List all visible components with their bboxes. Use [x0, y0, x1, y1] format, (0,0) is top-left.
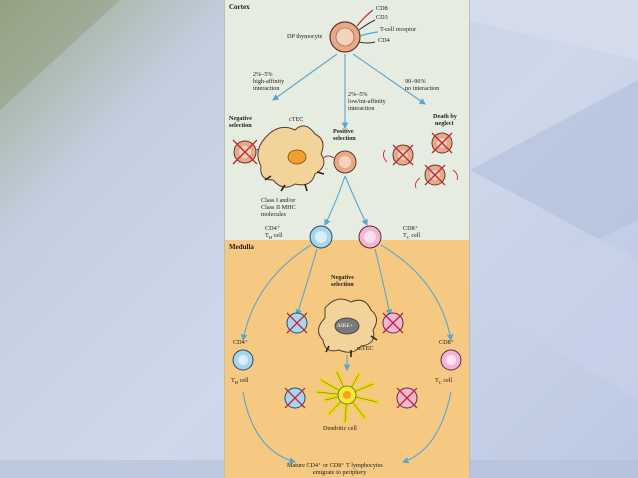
dp-thymocyte-label: DP thymocyte: [287, 33, 323, 40]
low-affinity-label: low/int-affinity: [348, 98, 386, 105]
figure-drawing: [232, 9, 462, 464]
dendritic-cell-label: Dendritic cell: [323, 425, 357, 432]
ctec-cell: [257, 125, 325, 192]
high-affinity-pct: 2%–5%: [253, 71, 273, 78]
death-by-neglect-title: Death by: [433, 113, 457, 120]
positive-selection-title: Positive: [333, 128, 354, 135]
left-th-label-cell: cell: [238, 377, 249, 384]
medulla-label: Medulla: [229, 243, 254, 251]
death-by-neglect-title-2: neglect: [435, 120, 454, 127]
right-tc-label-cell: cell: [441, 377, 453, 384]
cd3-label: CD3: [376, 14, 388, 21]
right-tc-label-t: T: [435, 377, 439, 384]
bg-corner-green: [0, 0, 120, 110]
high-affinity-label: high-affinity: [253, 78, 285, 85]
emigrate-label-2: emigrate to periphery: [313, 469, 367, 476]
positively-selected-thymocyte: [333, 150, 357, 174]
low-affinity-pct: 2%–5%: [348, 91, 368, 98]
arrow-cd8-to-mature: [380, 244, 454, 342]
cd8-tc-label-sub: C: [406, 235, 410, 241]
arrow-cd8-emigrate: [401, 391, 452, 464]
left-cd4-label: CD4⁺: [233, 339, 248, 346]
left-th-label-t: T: [231, 377, 235, 384]
cd4-th-label-cell: cell: [272, 231, 283, 239]
left-th-label: TH cell: [231, 377, 249, 387]
cd4-th-label-cd4: CD4⁺: [265, 225, 280, 232]
bg-stripe-low: [470, 220, 638, 400]
medulla-negative-selection-title: Negative: [331, 274, 355, 281]
positive-selection-title-2: selection: [333, 135, 356, 142]
mtec-label: mTEC: [357, 345, 374, 352]
right-tc-label: TC cell: [435, 377, 453, 387]
negative-selection-title: Negative: [229, 115, 253, 122]
mhc-label-2: Class II MHC: [261, 204, 296, 211]
arrow-to-negative: [272, 53, 338, 101]
cd8-tc-label-t: T: [403, 231, 407, 239]
left-th-label-sub: H: [234, 380, 239, 386]
dp-thymocyte: [329, 9, 379, 53]
medulla-negative-selection-title-2: selection: [331, 281, 354, 288]
arrow-cd4-emigrate: [242, 391, 297, 464]
medulla-negatively-selected-cells: [284, 312, 418, 409]
low-affinity-interaction: interaction: [348, 105, 375, 112]
aire-label: AIRE+: [337, 323, 353, 329]
mhc-label-3: molecules: [261, 211, 287, 218]
cd8-tc-cell: [358, 225, 382, 249]
emigrate-label-1: Mature CD4⁺ or CD8⁺ T lymphocytes: [287, 462, 383, 469]
cortex-label: Cortex: [229, 3, 250, 11]
no-interaction-label: no interaction: [405, 85, 440, 92]
ctec-label: cTEC: [289, 116, 304, 123]
arrow-cd4-to-mtec: [295, 248, 318, 317]
neglected-thymocytes: [382, 132, 458, 189]
arrow-to-cd8: [344, 175, 368, 226]
cd4-th-label: CD4⁺ TH cell: [265, 225, 283, 242]
dendritic-cell: [315, 370, 379, 424]
mtec-aire-cell: [318, 298, 378, 357]
no-interaction-pct: 90–96%: [405, 78, 426, 85]
mhc-label-1: Class I and/or: [261, 197, 296, 204]
tcr-label: T-cell receptor: [380, 26, 417, 33]
right-cd8-label: CD8⁺: [439, 339, 454, 346]
arrow-cd8-to-mtec: [374, 248, 393, 317]
cd8-tc-label-cell: cell: [409, 231, 421, 239]
cd8-tc-label-cd8: CD8⁺: [403, 225, 418, 232]
bg-stripe-mid: [470, 80, 638, 260]
mature-cd4-cell: [232, 349, 254, 371]
thymic-selection-figure: Cortex Medulla CD8 CD3 T-cell receptor C…: [224, 0, 470, 478]
cd4-label: CD4: [378, 37, 390, 44]
cd8-tc-label: CD8⁺ TC cell: [403, 225, 421, 242]
tcr-link-positive: [322, 155, 335, 159]
cd4-th-cell: [309, 225, 333, 249]
arrow-to-neglect: [352, 53, 426, 105]
arrow-to-cd4: [324, 175, 346, 226]
negatively-selected-thymocyte: [232, 139, 258, 165]
mature-cd8-cell: [440, 349, 462, 371]
cd8-label: CD8: [376, 5, 388, 12]
cd4-th-label-t: T: [265, 231, 269, 239]
arrow-cd4-to-mature: [240, 244, 312, 342]
negative-selection-title-2: selection: [229, 122, 252, 129]
high-affinity-interaction: interaction: [253, 85, 280, 92]
cd4-th-label-sub: H: [268, 235, 273, 241]
right-tc-label-sub: C: [438, 380, 442, 386]
